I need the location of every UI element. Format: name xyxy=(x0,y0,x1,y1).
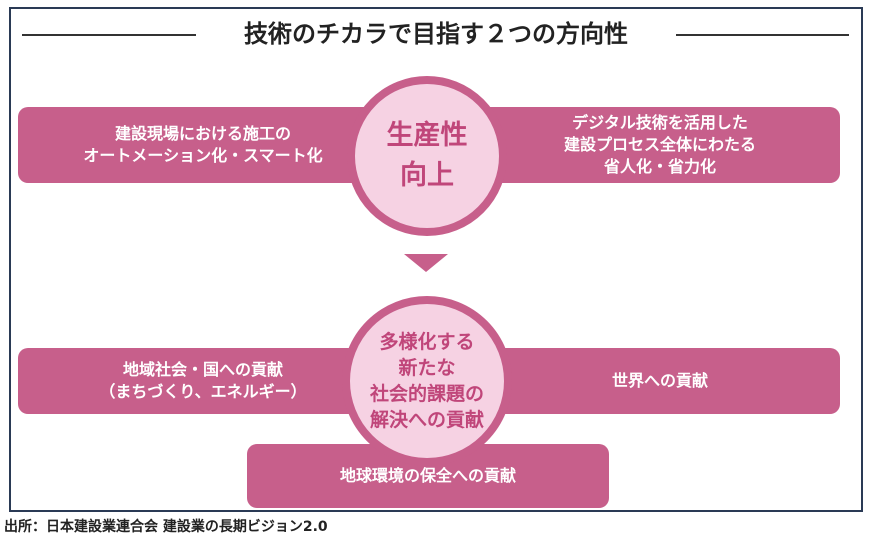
diagram-title: 技術のチカラで目指す２つの方向性 xyxy=(244,20,628,48)
social-issues-circle: 多様化する 新たな 社会的課題の 解決への貢献 xyxy=(342,296,512,466)
title-rule-right xyxy=(676,34,849,36)
environment-line-1: 地球環境の保全への貢献 xyxy=(339,466,516,485)
productivity-line-2: 向上 xyxy=(400,160,454,191)
social-issues-line-2: 新たな xyxy=(398,357,456,379)
global-contribution-bar: 世界への貢献 xyxy=(480,348,840,414)
productivity-circle: 生産性 向上 xyxy=(347,76,507,236)
productivity-line-1: 生産性 xyxy=(386,120,468,151)
automation-line-2: オートメーション化・スマート化 xyxy=(83,146,323,165)
regional-line-1: 地域社会・国への貢献 xyxy=(122,360,283,379)
social-issues-line-3: 社会的課題の xyxy=(369,383,484,405)
title-rule-left xyxy=(22,34,196,36)
automation-bar: 建設現場における施工の オートメーション化・スマート化 xyxy=(18,107,388,183)
down-arrow-icon xyxy=(404,254,448,272)
global-line-1: 世界への貢献 xyxy=(611,371,708,390)
social-issues-line-4: 解決への貢献 xyxy=(369,409,484,431)
labor-saving-line-2: 建設プロセス全体にわたる xyxy=(563,135,756,154)
labor-saving-line-1: デジタル技術を活用した xyxy=(572,113,748,132)
automation-line-1: 建設現場における施工の xyxy=(114,124,291,143)
labor-saving-line-3: 省人化・省力化 xyxy=(603,157,716,176)
regional-line-2: （まちづくり、エネルギー） xyxy=(99,382,307,401)
labor-saving-bar: デジタル技術を活用した 建設プロセス全体にわたる 省人化・省力化 xyxy=(480,107,840,183)
social-issues-line-1: 多様化する xyxy=(379,331,475,353)
source-note: 出所：日本建設業連合会 建設業の長期ビジョン2.0 xyxy=(4,519,328,535)
regional-contribution-bar: 地域社会・国への貢献 （まちづくり、エネルギー） xyxy=(18,348,388,414)
